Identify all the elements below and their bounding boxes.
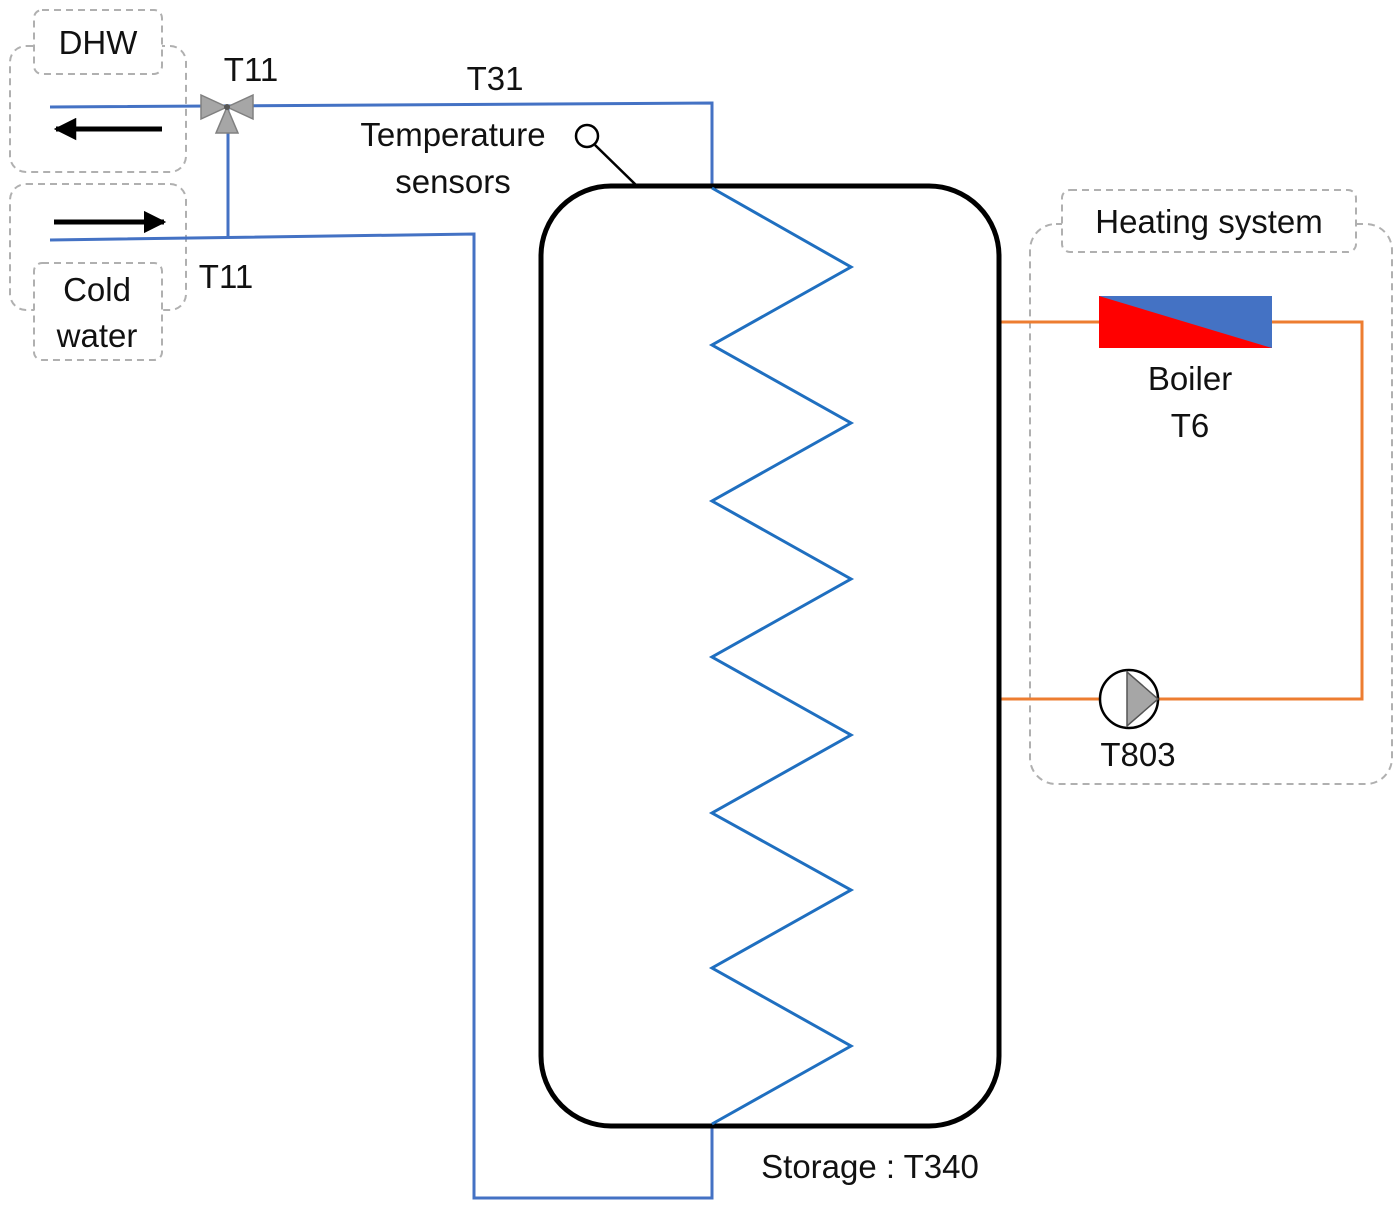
valve-label-bottom: T11: [199, 258, 253, 295]
cold-water-label-line1: Cold: [63, 271, 131, 308]
heating-system-group: [1029, 223, 1393, 785]
heating-system-label: Heating system: [1095, 203, 1322, 240]
sensors-label-line1: Temperature: [360, 116, 545, 153]
pipe-label: T31: [467, 60, 524, 97]
pump-icon: [1098, 668, 1160, 730]
cold-water-group: [9, 183, 187, 311]
boiler-label-line1: Boiler: [1148, 360, 1232, 397]
dhw-label-box: [33, 9, 163, 75]
boiler-icon: [1099, 296, 1272, 348]
heating-system-label-box: [1061, 189, 1357, 253]
sensors-label-line2: sensors: [395, 163, 511, 200]
storage-label: Storage : T340: [761, 1148, 979, 1185]
cold-water-label-box: [33, 262, 163, 361]
heat-exchanger-coil: [708, 186, 855, 1126]
storage-tank: [538, 183, 1002, 1129]
dhw-label: DHW: [59, 24, 139, 61]
pump-label: T803: [1100, 736, 1175, 773]
temperature-sensor-icon: [574, 123, 638, 187]
cold-water-pipe: [49, 232, 714, 1200]
three-way-valve-icon: [200, 93, 254, 134]
boiler-label-line2: T6: [1171, 407, 1210, 444]
valve-label-top: T11: [224, 51, 278, 88]
cold-water-label-line2: water: [56, 317, 138, 354]
dhw-outlet-pipe: [49, 101, 714, 186]
